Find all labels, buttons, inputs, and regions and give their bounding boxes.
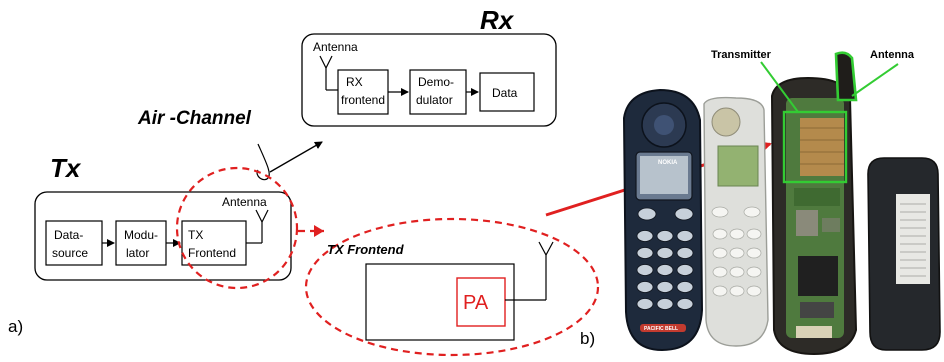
rx-demodulator-block [409, 69, 467, 115]
phone-circuit-board [770, 51, 858, 356]
panel-b-label: b) [580, 329, 595, 348]
air-channel-wave [256, 143, 270, 181]
air-channel-arrow [269, 141, 323, 173]
rx-demod-line2: dulator [416, 93, 453, 107]
photo-antenna-label: Antenna [870, 49, 915, 61]
tx-outer-box [34, 191, 292, 281]
rx-demod-line1: Demo- [418, 75, 454, 89]
detail-antenna-icon [505, 241, 554, 301]
tx-frontend-line2: Frontend [188, 246, 236, 260]
panel-a-label: a) [8, 317, 23, 336]
tx-antenna-icon [246, 209, 269, 244]
phone-battery [867, 157, 941, 351]
tx-frontend-line1: TX [188, 228, 203, 242]
rx-data-block [479, 72, 535, 112]
rx-frontend-line2: frontend [341, 93, 385, 107]
transmitter-callout-line [760, 61, 799, 113]
tx-frontend-detail-title: TX Frontend [327, 242, 405, 257]
rx-title: Rx [480, 5, 515, 35]
tx-frontend-detail-ellipse [304, 217, 600, 357]
antenna-callout-line [851, 63, 899, 97]
rx-antenna-label: Antenna [313, 40, 358, 54]
tx-mod-line2: lator [126, 246, 149, 260]
tx-frontend-block [181, 220, 247, 266]
phone-brand-label: NOKIA [658, 160, 678, 166]
tx-mod-line1: Modu- [124, 228, 158, 242]
transmitter-highlight-box [782, 110, 848, 184]
rx-frontend-line1: RX [346, 75, 363, 89]
phone-carrier-label: PACIFIC BELL [644, 326, 678, 332]
pa-label: PA [463, 292, 489, 314]
phone-front-shell: NOKIA PACIFIC BELL [622, 88, 704, 352]
rx-data-label: Data [492, 86, 518, 100]
tx-source-line1: Data- [54, 228, 83, 242]
tx-source-line2: source [52, 246, 88, 260]
transmitter-label: Transmitter [711, 49, 772, 61]
pa-block [456, 277, 506, 327]
rx-outer-box [301, 33, 557, 127]
tx-title: Tx [50, 153, 82, 183]
tx-frontend-highlight-circle [175, 166, 299, 290]
rx-frontend-block [337, 69, 389, 115]
phone-photo: NOKIA PACIFIC BELL [622, 49, 941, 356]
tx-modulator-block [115, 220, 167, 266]
tx-antenna-label: Antenna [222, 195, 267, 209]
rx-antenna-icon [319, 55, 338, 91]
phone-keypad-membrane [703, 96, 769, 347]
air-channel-label: Air -Channel [137, 108, 252, 129]
